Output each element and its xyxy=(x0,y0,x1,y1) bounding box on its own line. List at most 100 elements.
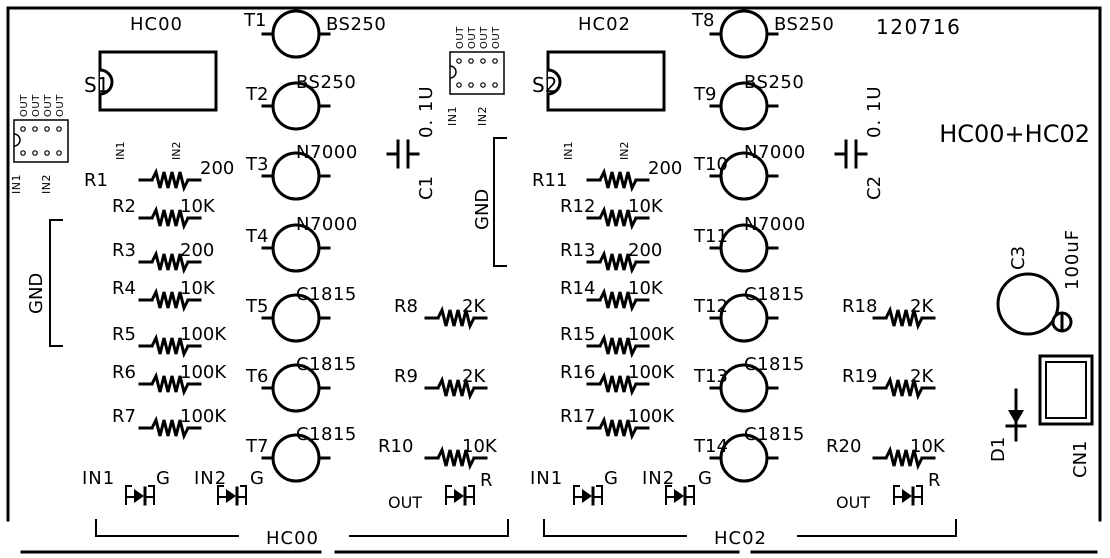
board-title: HC00+HC02 xyxy=(939,120,1090,148)
mini-ic-pin xyxy=(480,58,486,64)
gnd-label: GND xyxy=(472,189,493,230)
resistor-ref: R3 xyxy=(112,240,136,261)
transistor-part: C1815 xyxy=(744,354,805,375)
resistor-ref: R8 xyxy=(394,296,418,317)
transistor-part: C1815 xyxy=(744,424,805,445)
resistor-value: 100K xyxy=(628,406,675,427)
mini-ic-out-label: OUT xyxy=(43,94,54,117)
transistor-part: N7000 xyxy=(296,142,358,163)
resistor-zigzag xyxy=(598,167,638,193)
transistor-ref: T1 xyxy=(243,10,266,31)
out-label: OUT xyxy=(388,493,422,512)
in2-small-label: IN2 xyxy=(170,142,183,160)
transistor-part: N7000 xyxy=(296,214,358,235)
resistor-value: 2K xyxy=(910,296,934,317)
mini-ic-out-label: OUT xyxy=(55,94,66,117)
ic-socket-outline xyxy=(546,50,666,112)
resistor-ref: R16 xyxy=(560,362,595,383)
resistor-r13 xyxy=(586,249,650,275)
resistor-r8 xyxy=(424,305,488,331)
capacitor-value: 0. 1U xyxy=(416,85,437,138)
diode-d1 xyxy=(1005,388,1027,442)
capacitor-value: 0. 1U xyxy=(864,85,885,138)
ic-label: HC00 xyxy=(130,14,183,35)
out-label: OUT xyxy=(836,493,870,512)
transistor-ref: T8 xyxy=(691,10,714,31)
mini-ic-body xyxy=(449,51,505,95)
transistor-ref: T14 xyxy=(693,436,728,457)
transistor-ref: T11 xyxy=(693,226,728,247)
resistor-value: 100K xyxy=(180,362,227,383)
mini-ic-pin xyxy=(456,82,462,88)
in1-label: IN1 xyxy=(82,468,115,489)
capacitor-c2 xyxy=(834,139,868,169)
resistor-zigzag xyxy=(436,445,476,471)
resistor-zigzag xyxy=(884,445,924,471)
resistor-zigzag xyxy=(150,167,190,193)
resistor-zigzag xyxy=(598,415,638,441)
mini-ic-out-label: OUT xyxy=(467,26,478,49)
resistor-ref: R10 xyxy=(378,436,413,457)
resistor-ref: R6 xyxy=(112,362,136,383)
ic-socket-notch xyxy=(99,68,114,96)
cn1-inner xyxy=(1045,361,1087,419)
cn1-ref: CN1 xyxy=(1070,441,1091,479)
transistor-part: N7000 xyxy=(744,142,806,163)
resistor-value: 200 xyxy=(648,158,682,179)
resistor-r3 xyxy=(138,249,202,275)
mini-ic-in-label: IN2 xyxy=(40,174,53,194)
in1-small-label: IN1 xyxy=(562,142,575,160)
resistor-ref: R9 xyxy=(394,366,418,387)
resistor-r11 xyxy=(586,167,650,193)
resistor-r7 xyxy=(138,415,202,441)
mini-ic-out-label: OUT xyxy=(479,26,490,49)
resistor-value: 100K xyxy=(180,406,227,427)
transistor-t8 xyxy=(709,9,779,59)
mini-ic-notch xyxy=(449,65,457,79)
mini-ic-2 xyxy=(449,51,505,95)
transistor-t4 xyxy=(261,223,331,273)
resistor-r14 xyxy=(586,287,650,313)
transistor-part: BS250 xyxy=(744,72,804,93)
resistor-value: 10K xyxy=(910,436,946,457)
resistor-ref: R11 xyxy=(532,170,567,191)
resistor-value: 200 xyxy=(628,240,662,261)
led-triangle xyxy=(134,489,144,503)
capacitor-c1 xyxy=(386,139,420,169)
mini-ic-out-label: OUT xyxy=(31,94,42,117)
resistor-ref: R18 xyxy=(842,296,877,317)
resistor-zigzag xyxy=(884,375,924,401)
mini-ic-pin xyxy=(20,150,26,156)
mini-ic-pin xyxy=(492,82,498,88)
transistor-t13 xyxy=(709,363,779,413)
resistor-ref: R1 xyxy=(84,170,108,191)
resistor-value: 10K xyxy=(180,278,216,299)
resistor-ref: R2 xyxy=(112,196,136,217)
transistor-t12 xyxy=(709,293,779,343)
in2-small-label: IN2 xyxy=(618,142,631,160)
resistor-r9 xyxy=(424,375,488,401)
transistor-part: BS250 xyxy=(326,14,386,35)
board-id: 120716 xyxy=(876,15,961,39)
led-in1 xyxy=(573,485,603,506)
transistor-t3 xyxy=(261,151,331,201)
mini-ic-out-label: OUT xyxy=(455,26,466,49)
resistor-value: 2K xyxy=(462,296,486,317)
resistor-value: 100K xyxy=(628,362,675,383)
mini-ic-pin xyxy=(56,126,62,132)
transistor-t2 xyxy=(261,81,331,131)
mini-ic-in-label: IN1 xyxy=(10,174,23,194)
resistor-zigzag xyxy=(598,205,638,231)
connector-cn1 xyxy=(1038,354,1094,426)
led-out xyxy=(893,485,923,506)
transistor-part: BS250 xyxy=(296,72,356,93)
resistor-ref: R4 xyxy=(112,278,136,299)
gnd-label: GND xyxy=(26,273,47,314)
resistor-zigzag xyxy=(150,415,190,441)
ic-socket-outline xyxy=(98,50,218,112)
cn1-outer xyxy=(1038,354,1094,426)
in1-small-label: IN1 xyxy=(114,142,127,160)
transistor-part: N7000 xyxy=(744,214,806,235)
transistor-ref: T3 xyxy=(245,154,268,175)
resistor-zigzag xyxy=(598,371,638,397)
